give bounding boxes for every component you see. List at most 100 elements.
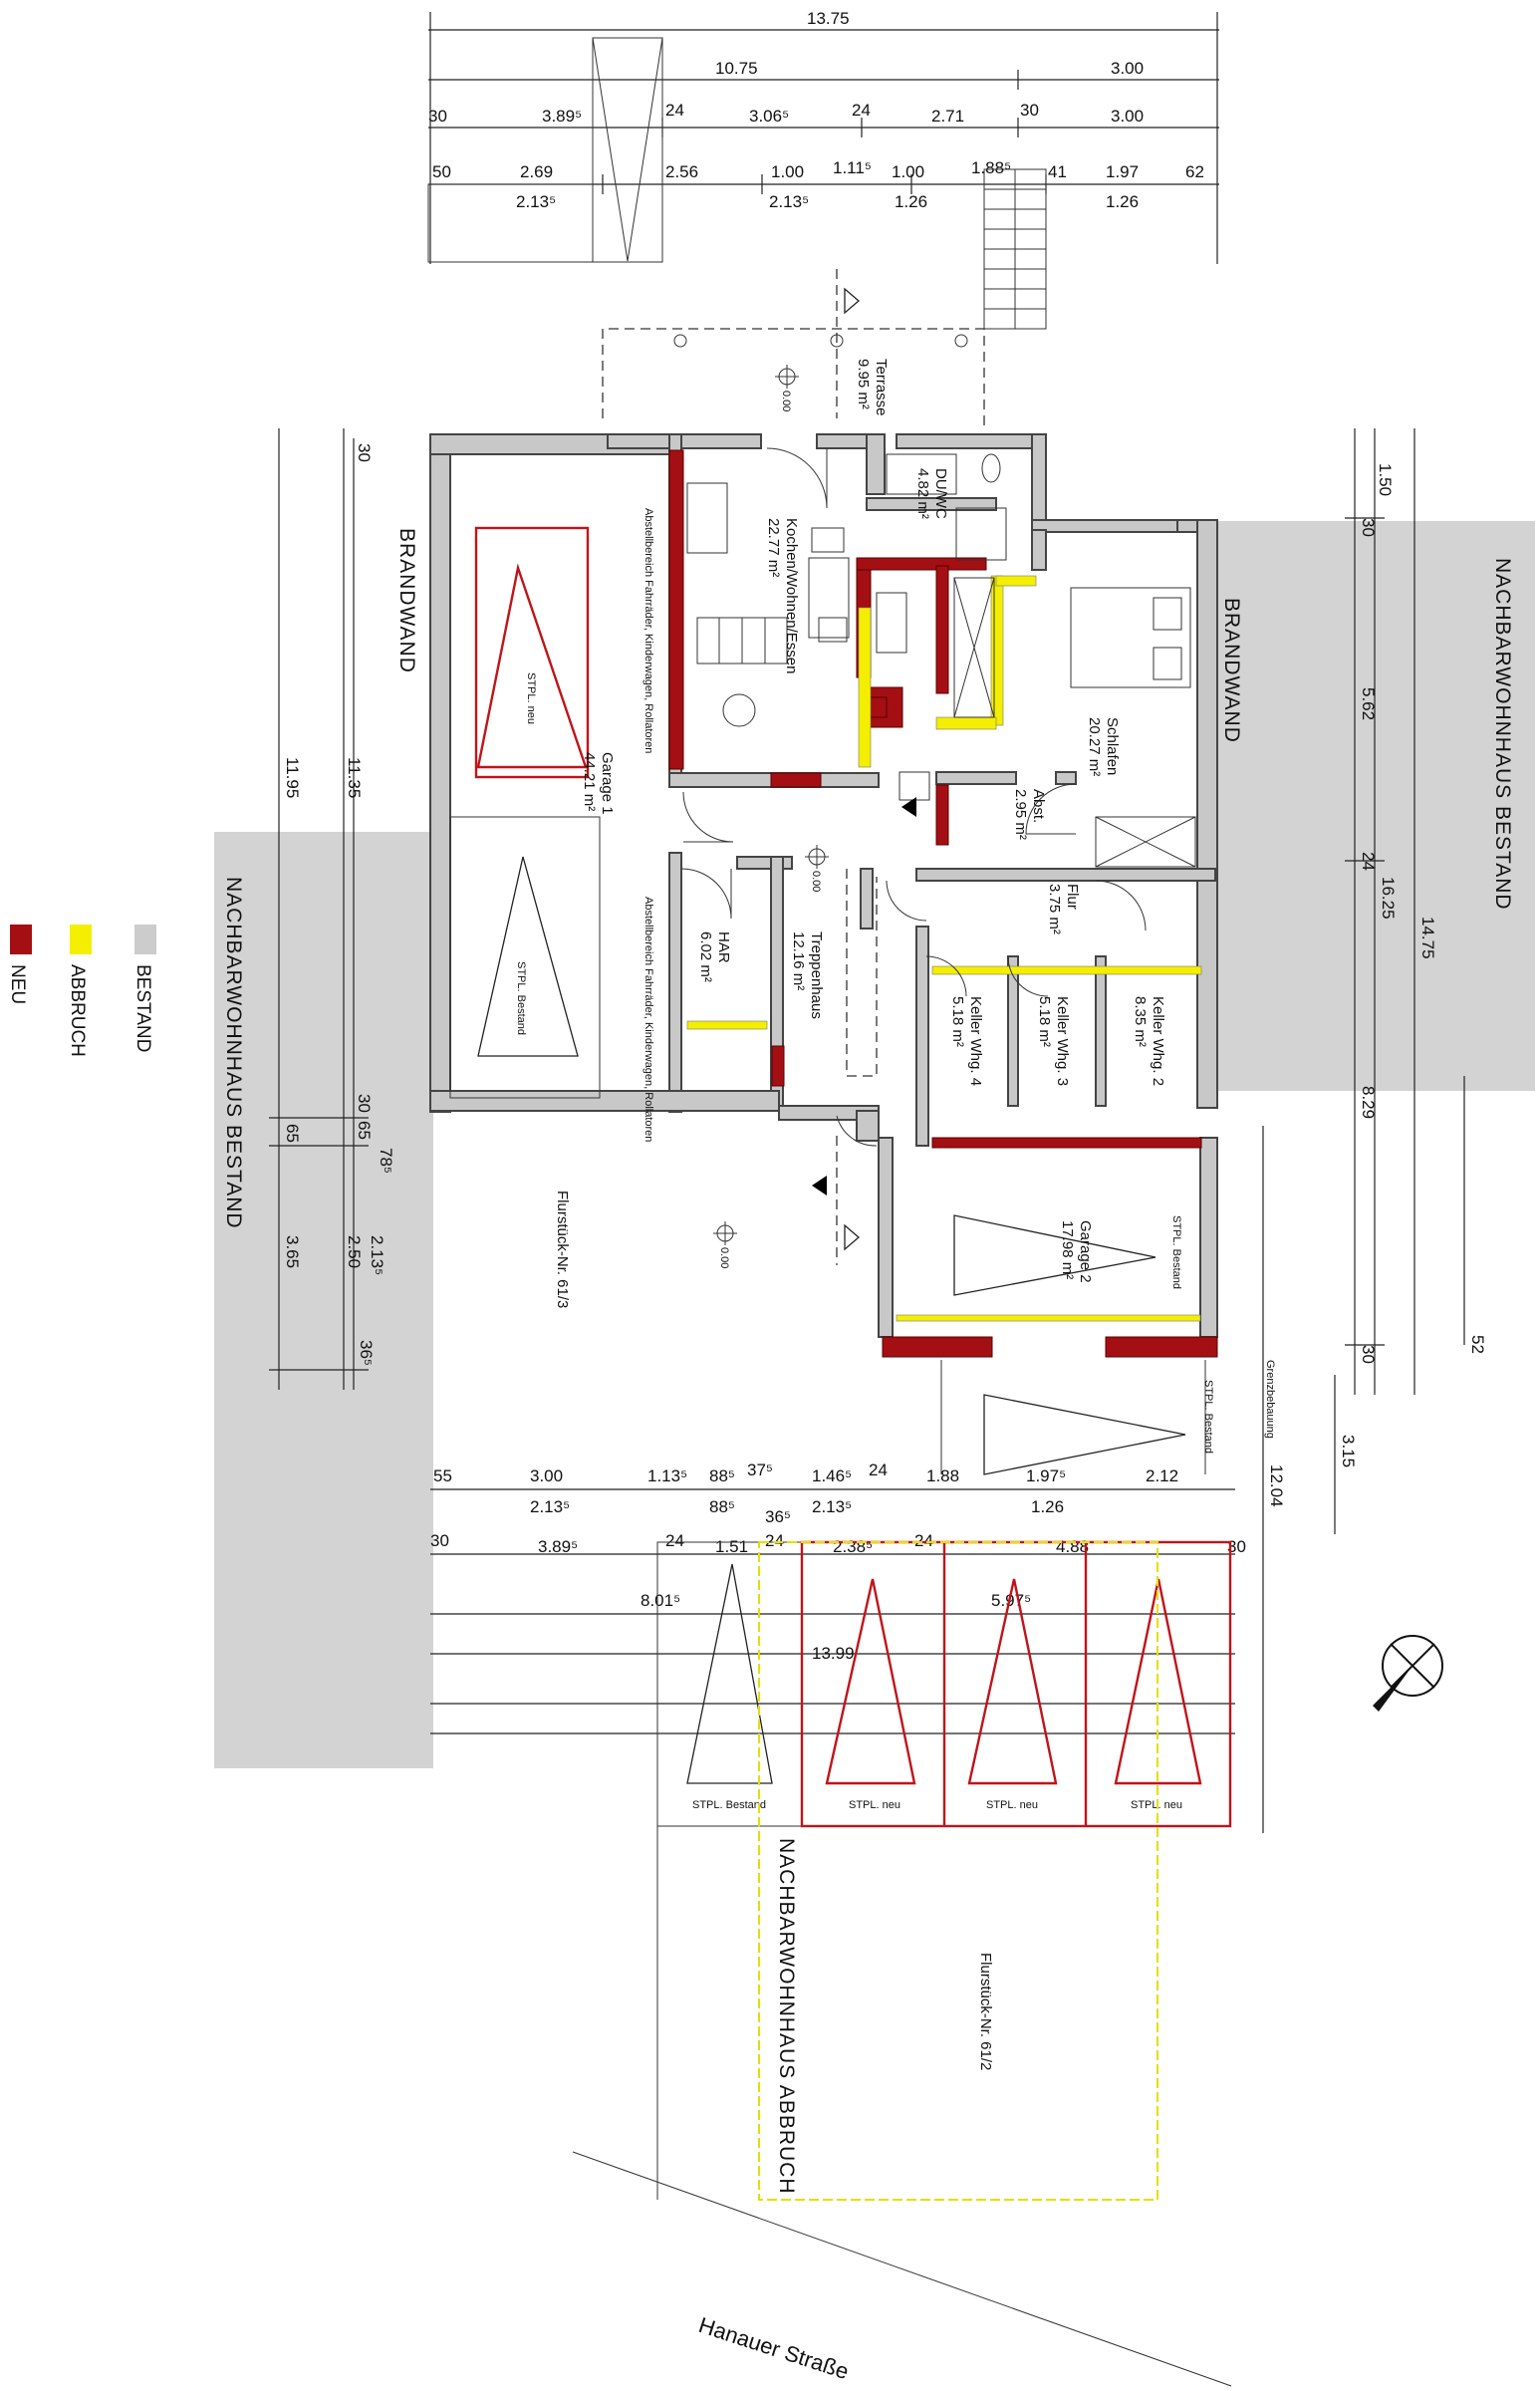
dim-r3b-3: 1.26 [1106, 192, 1139, 211]
dim-b2-6: 24 [914, 1531, 933, 1550]
treppe-name: Treppenhaus [808, 931, 825, 1019]
stpl-neu-lot-1: STPL. neu [849, 1799, 900, 1811]
stpl-bestand-outside: STPL. Bestand [1202, 1380, 1214, 1454]
furniture [680, 447, 1196, 1147]
dim-b2-2: 24 [665, 1531, 684, 1550]
abstell-bottom: Abstellbereich Fahrräder, Kinderwagen, R… [642, 897, 654, 1142]
dim-r2-2: 24 [665, 101, 684, 120]
keller2-area: 8.35 m² [1132, 996, 1149, 1047]
dim-r2-4: 24 [852, 101, 871, 120]
dim-b3-2: 13.99 [812, 1644, 855, 1663]
parking-lot: STPL. Bestand STPL. neu STPL. neu STPL. … [572, 1540, 1232, 2387]
abbruch-outline [758, 1541, 1158, 2201]
dim-b1-7: 1.88 [926, 1466, 959, 1485]
section-mark-top [836, 269, 860, 418]
dim-b1-6: 24 [869, 1461, 888, 1479]
flurstueck-61-3: Flurstück-Nr. 61/3 [554, 1191, 571, 1308]
dim-left-5: 65 [355, 1121, 374, 1140]
dim-r2-5: 2.71 [931, 107, 964, 126]
dim-right-7: 30 [1359, 1345, 1378, 1364]
north-arrow-icon [1373, 1635, 1443, 1712]
stpl-bestand-lot: STPL. Bestand [692, 1799, 766, 1811]
dim-b2-5: 2.38⁵ [833, 1537, 873, 1556]
neighbor-right-label: NACHBARWOHNHAUS BESTAND [1491, 558, 1514, 911]
grenzbebauung-label: Grenzbebauung [1264, 1360, 1276, 1439]
dim-b1-9: 2.12 [1146, 1466, 1178, 1485]
abst-name: Abst. [1030, 789, 1047, 823]
dim-left-6: 78⁵ [377, 1148, 395, 1174]
dim-left-4: 65 [283, 1124, 302, 1143]
brandwand-left: BRANDWAND [395, 528, 418, 673]
dim-b2-0: 30 [430, 1531, 449, 1550]
dim-left-9: 2.13⁵ [368, 1235, 386, 1275]
flur-name: Flur [1064, 884, 1081, 910]
dim-right-3: 24 [1359, 852, 1378, 871]
dim-b1b-2: 36⁵ [765, 1507, 791, 1526]
dim-b1-4: 37⁵ [747, 1461, 773, 1479]
flurstueck-61-2: Flurstück-Nr. 61/2 [977, 1953, 994, 2070]
terrasse-area: 9.95 m² [855, 359, 872, 409]
dim-b1-3: 88⁵ [709, 1466, 735, 1485]
dim-r3b-2: 1.26 [895, 192, 927, 211]
keller3-area: 5.18 m² [1036, 996, 1053, 1047]
neighbor-left-label: NACHBARWOHNHAUS BESTAND [222, 877, 245, 1229]
duwc-area: 4.82 m² [914, 468, 931, 519]
dim-right-9: 3.15 [1339, 1435, 1358, 1467]
dim-r3-1: 2.69 [520, 162, 553, 181]
dim-r3-6: 1.88⁵ [971, 158, 1011, 177]
dim-r3-4: 1.11⁵ [833, 158, 872, 177]
building-walls [429, 433, 1218, 1338]
dim-left-10: 36⁵ [357, 1340, 376, 1366]
dim-right-8: 52 [1468, 1335, 1487, 1354]
right-dimensions: 1.50 30 5.62 24 16.25 14.75 8.29 30 52 3… [1262, 428, 1487, 1833]
dim-r2-7: 3.00 [1111, 107, 1144, 126]
keller4-name: Keller Whg. 4 [967, 996, 984, 1086]
legend-bestand: BESTAND [132, 964, 153, 1052]
keller2-name: Keller Whg. 2 [1150, 996, 1166, 1086]
dim-right-4: 16.25 [1379, 877, 1398, 920]
dim-b2-4: 24 [765, 1531, 784, 1550]
dim-b2-8: 30 [1227, 1537, 1246, 1556]
dim-b3-0: 8.01⁵ [641, 1591, 680, 1610]
brandwand-right: BRANDWAND [1220, 598, 1243, 743]
left-dimensions: 30 11.95 11.35 30 65 65 78⁵ 3.65 2.50 2.… [269, 428, 395, 1390]
top-shaft [592, 37, 663, 263]
dim-r3-5: 1.00 [892, 162, 924, 181]
dim-r2-0: 30 [428, 107, 447, 126]
terrace-outline [602, 328, 985, 428]
dim-b2-3: 1.51 [715, 1537, 748, 1556]
dim-left-2: 11.35 [345, 757, 364, 798]
dim-b1-2: 1.13⁵ [647, 1466, 687, 1485]
legend-neu: NEU [7, 964, 28, 1004]
dim-right-1: 30 [1359, 518, 1378, 537]
garage1-area: 44.21 m² [581, 752, 598, 811]
dim-b1b-4: 1.26 [1031, 1497, 1064, 1516]
legend-swatch-bestand [134, 925, 156, 954]
dim-b2-7: 4.88 [1056, 1537, 1089, 1556]
dim-r2-6: 30 [1020, 101, 1039, 120]
dim-b1-0: 55 [433, 1466, 452, 1485]
duwc-name: DU/WC [932, 468, 949, 519]
dim-b1b-0: 2.13⁵ [530, 1497, 570, 1516]
neighbor-building-right [1217, 521, 1535, 1091]
stpl-neu-lot-2: STPL. neu [986, 1799, 1038, 1811]
keller4-area: 5.18 m² [949, 996, 966, 1047]
street-name: Hanauer Straße [695, 2312, 852, 2384]
dim-b1-5: 1.46⁵ [812, 1466, 852, 1485]
stpl-neu-garage1: STPL. neu [525, 672, 537, 724]
neighbor-abbruch-label: NACHBARWOHNHAUS ABBRUCH [775, 1838, 798, 2195]
bottom-dimensions: 55 3.00 1.13⁵ 88⁵ 37⁵ 1.46⁵ 24 1.88 1.97… [430, 1461, 1246, 1734]
dim-b1b-1: 88⁵ [709, 1497, 735, 1516]
dim-r3b-0: 2.13⁵ [516, 192, 556, 211]
level-mark-terrace: 0.00 [775, 365, 799, 411]
garage-2: Garage 2 17.98 m² STPL. Bestand STPL. Be… [940, 1214, 1276, 1475]
har-area: 6.02 m² [697, 931, 714, 982]
dim-right-2: 5.62 [1359, 687, 1378, 720]
stpl-bestand-garage1: STPL. Bestand [515, 961, 527, 1035]
dim-r3b-1: 2.13⁵ [769, 192, 809, 211]
dim-r3-9: 62 [1185, 162, 1204, 181]
section-mark-bottom [812, 797, 916, 1265]
dim-b2-1: 3.89⁵ [538, 1537, 578, 1556]
dim-r3-3: 1.00 [771, 162, 804, 181]
neu-walls [668, 449, 1218, 1358]
